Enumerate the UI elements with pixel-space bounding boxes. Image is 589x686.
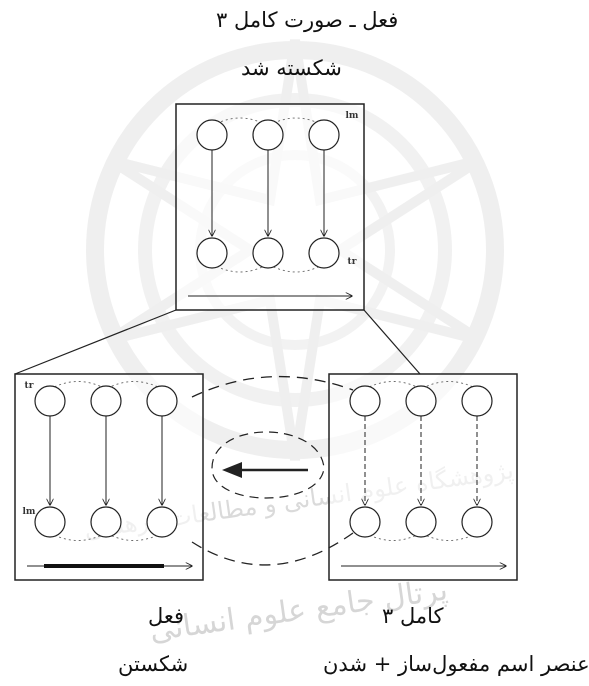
panel-right-circle-upper: [405, 385, 437, 417]
panel-left-circle-lower: [90, 506, 122, 538]
panel-left-circle-lower: [146, 506, 178, 538]
panel-right-circle-lower: [349, 506, 381, 538]
panel-right-circle-lower: [405, 506, 437, 538]
panel-left: tr lm: [14, 373, 204, 581]
bottom-right-caption-line1: کامل ۳: [382, 604, 444, 628]
bottom-right-caption-line2: عنصر اسم مفعول‌ساز + شدن: [323, 652, 589, 676]
panel-left-circle-upper: [146, 385, 178, 417]
panel-top: lm tr: [175, 103, 365, 311]
panel-top-circle-lower: [252, 237, 284, 269]
panel-left-circle-lower: [34, 506, 66, 538]
top-caption-line2: شکسته شد: [241, 56, 342, 80]
panel-top-circle-upper: [308, 119, 340, 151]
dashed-ellipse-upper: [191, 375, 354, 398]
bottom-left-caption-line2: شکستن: [118, 652, 189, 676]
panel-top-circle-lower: [196, 237, 228, 269]
panel-top-circle-upper: [252, 119, 284, 151]
panel-right: [328, 373, 518, 581]
bottom-left-caption-line1: فعل: [148, 604, 185, 628]
panel-left-circle-upper: [90, 385, 122, 417]
center-transfer: [191, 375, 354, 566]
watermark-star-icon: [86, 39, 504, 461]
panel-right-circle-lower: [461, 506, 493, 538]
dashed-ellipse-inner: [211, 431, 325, 499]
connector-line-right: [363, 309, 421, 375]
panel-right-circle-upper: [349, 385, 381, 417]
panel-left-label-bottom: lm: [23, 507, 36, 517]
panel-top-circle-lower: [308, 237, 340, 269]
panel-left-label-top: tr: [25, 381, 34, 391]
panel-top-label-bottom: tr: [348, 257, 357, 267]
panel-right-circle-upper: [461, 385, 493, 417]
dashed-ellipse-lower: [191, 532, 354, 566]
panel-top-circle-upper: [196, 119, 228, 151]
top-caption-line1: فعل ـ صورت کامل ۳: [216, 8, 399, 32]
panel-top-label-top: lm: [346, 111, 359, 121]
panel-left-circle-upper: [34, 385, 66, 417]
connector-line-left: [14, 309, 177, 375]
